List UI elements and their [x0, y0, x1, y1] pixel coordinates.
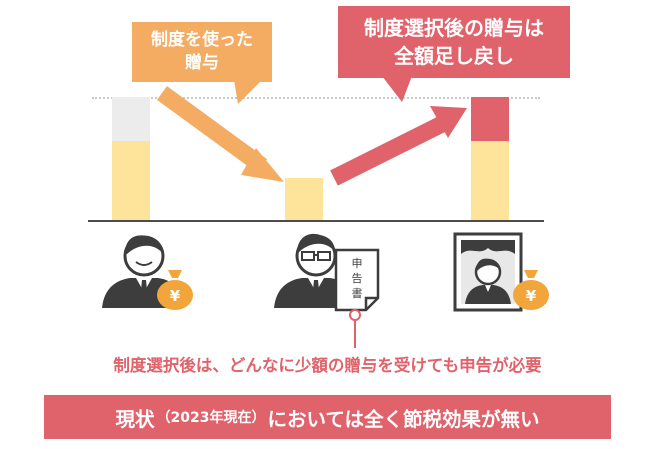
yen-symbol-left: ¥ [170, 287, 181, 305]
bar-left-yellow [112, 141, 150, 220]
bar-middle-yellow [285, 178, 323, 220]
return-callout-line1: 制度選択後の贈与は [364, 16, 544, 40]
gift-callout-line1: 制度を使った [151, 30, 253, 50]
document-char-1: 申 [351, 257, 363, 270]
red-callout-tail [382, 76, 412, 102]
money-bag-icon: ¥ [513, 270, 549, 310]
gift-callout: 制度を使った 贈与 [132, 22, 272, 82]
bar-left-gray [112, 97, 150, 141]
return-callout-line2: 全額足し戻し [394, 44, 514, 68]
document-char-2: 告 [351, 272, 363, 285]
orange-arrow-icon [156, 86, 284, 182]
filing-requirement-note: 制度選択後は、どんなに少額の贈与を受けても申告が必要 [113, 356, 542, 375]
banner-part3: においては全く節税効果が無い [267, 407, 540, 431]
conclusion-banner: 現状 （2023年現在） においては全く節税効果が無い [44, 395, 611, 439]
reference-dotted-line [92, 97, 540, 99]
banner-year: （2023年現在） [156, 410, 266, 426]
baseline [88, 220, 544, 222]
document-char-3: 書 [351, 287, 363, 300]
connector-pin [349, 309, 361, 348]
return-callout: 制度選択後の贈与は 全額足し戻し [338, 6, 570, 78]
bar-right-red [471, 97, 509, 141]
bar-right-yellow [471, 141, 509, 220]
gift-callout-line2: 贈与 [185, 53, 219, 73]
red-arrow-icon [330, 106, 467, 186]
banner-part1: 現状 [115, 407, 155, 431]
money-bag-icon: ¥ [157, 270, 193, 310]
yen-symbol-right: ¥ [526, 287, 537, 305]
orange-callout-tail [234, 80, 262, 104]
tax-return-document-icon: 申 告 書 [334, 248, 380, 312]
memorial-portrait-icon [453, 232, 523, 312]
